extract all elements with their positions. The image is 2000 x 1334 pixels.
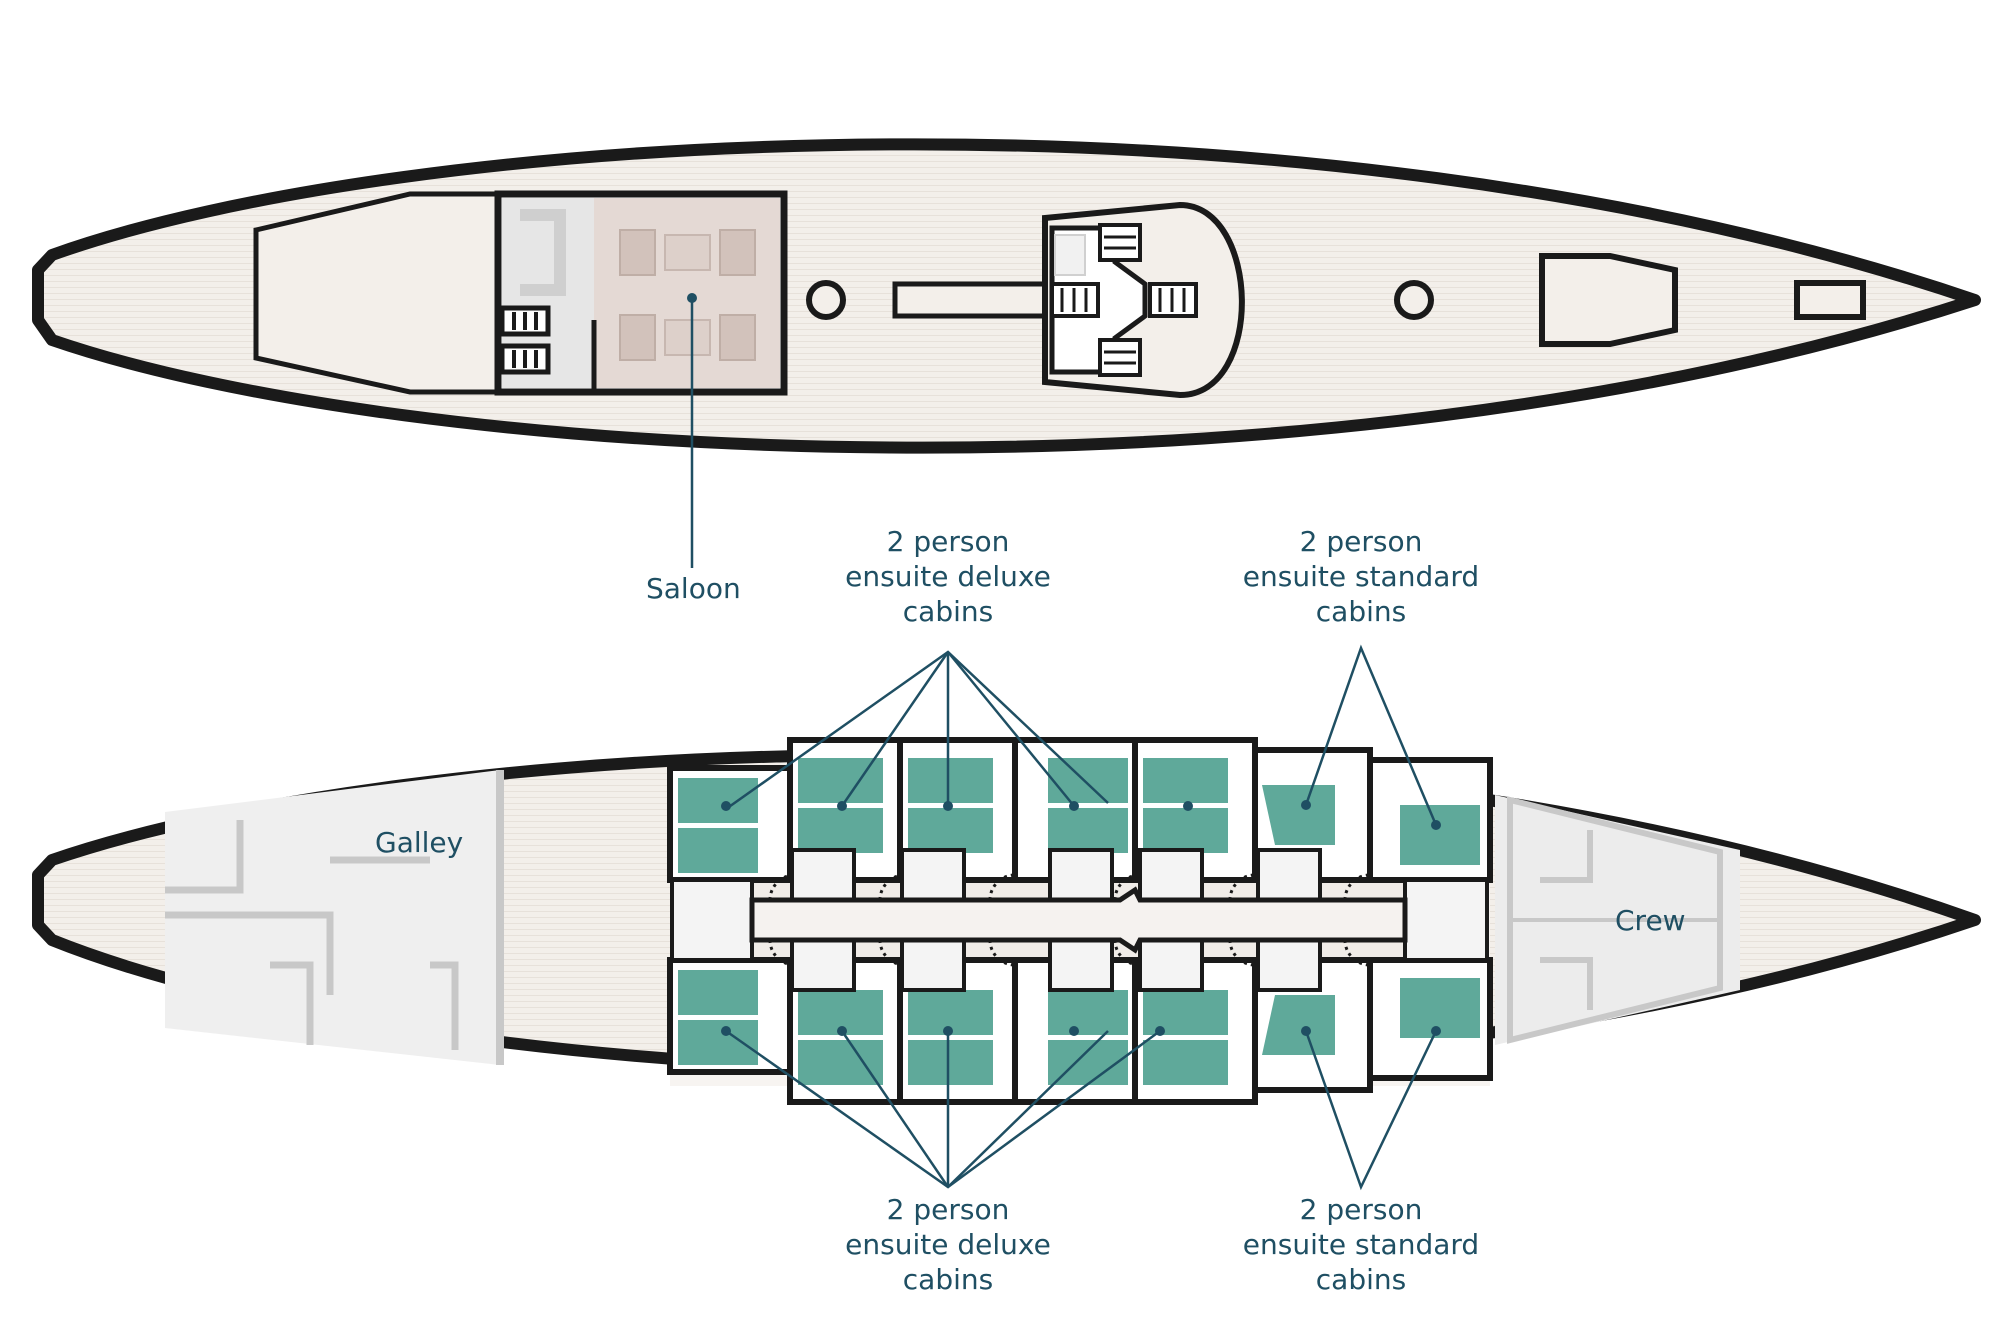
deluxe-top-line-2: ensuite deluxe [845,560,1051,593]
cabins-block [667,737,1493,1105]
standard-bottom-line-2: ensuite standard [1242,1228,1480,1261]
standard-cabins-top-label: 2 person ensuite standard cabins [1211,524,1511,629]
upper-deck [32,138,1981,454]
forward-hatch [1539,253,1678,347]
galley-area [165,770,504,1065]
crew-area [1495,795,1740,1045]
callouts [690,298,1438,1191]
crew-label: Crew [1615,904,1686,937]
deluxe-bottom-line-3: cabins [902,1263,994,1296]
standard-bottom-line-3: cabins [1315,1263,1407,1296]
saloon-structure [494,190,788,396]
corridor [749,886,1408,954]
mast-aft [806,280,846,320]
callout-dots [687,293,1441,1036]
standard-top-line-2: ensuite standard [1242,560,1480,593]
saloon-label: Saloon [646,572,741,605]
standard-top-line-1: 2 person [1299,525,1423,558]
deluxe-cabins-top-label: 2 person ensuite deluxe cabins [798,524,1098,629]
standard-cabins-bottom-label: 2 person ensuite standard cabins [1211,1192,1511,1297]
bathrooms [670,848,1489,992]
deluxe-bottom-line-2: ensuite deluxe [845,1228,1051,1261]
deluxe-cabins-bottom-label: 2 person ensuite deluxe cabins [798,1192,1098,1297]
cabins-top-row [667,737,1493,883]
galley-label: Galley [375,826,464,859]
bow-hatch [1794,280,1866,320]
deluxe-bottom-line-1: 2 person [886,1193,1010,1226]
deluxe-top-line-1: 2 person [886,525,1010,558]
standard-bottom-line-1: 2 person [1299,1193,1423,1226]
central-deckhouse [892,201,1245,399]
lower-deck [32,737,1981,1105]
deluxe-top-line-3: cabins [902,595,994,628]
standard-top-line-3: cabins [1315,595,1407,628]
aft-deckhouse [253,191,501,395]
mast-fore [1394,280,1434,320]
